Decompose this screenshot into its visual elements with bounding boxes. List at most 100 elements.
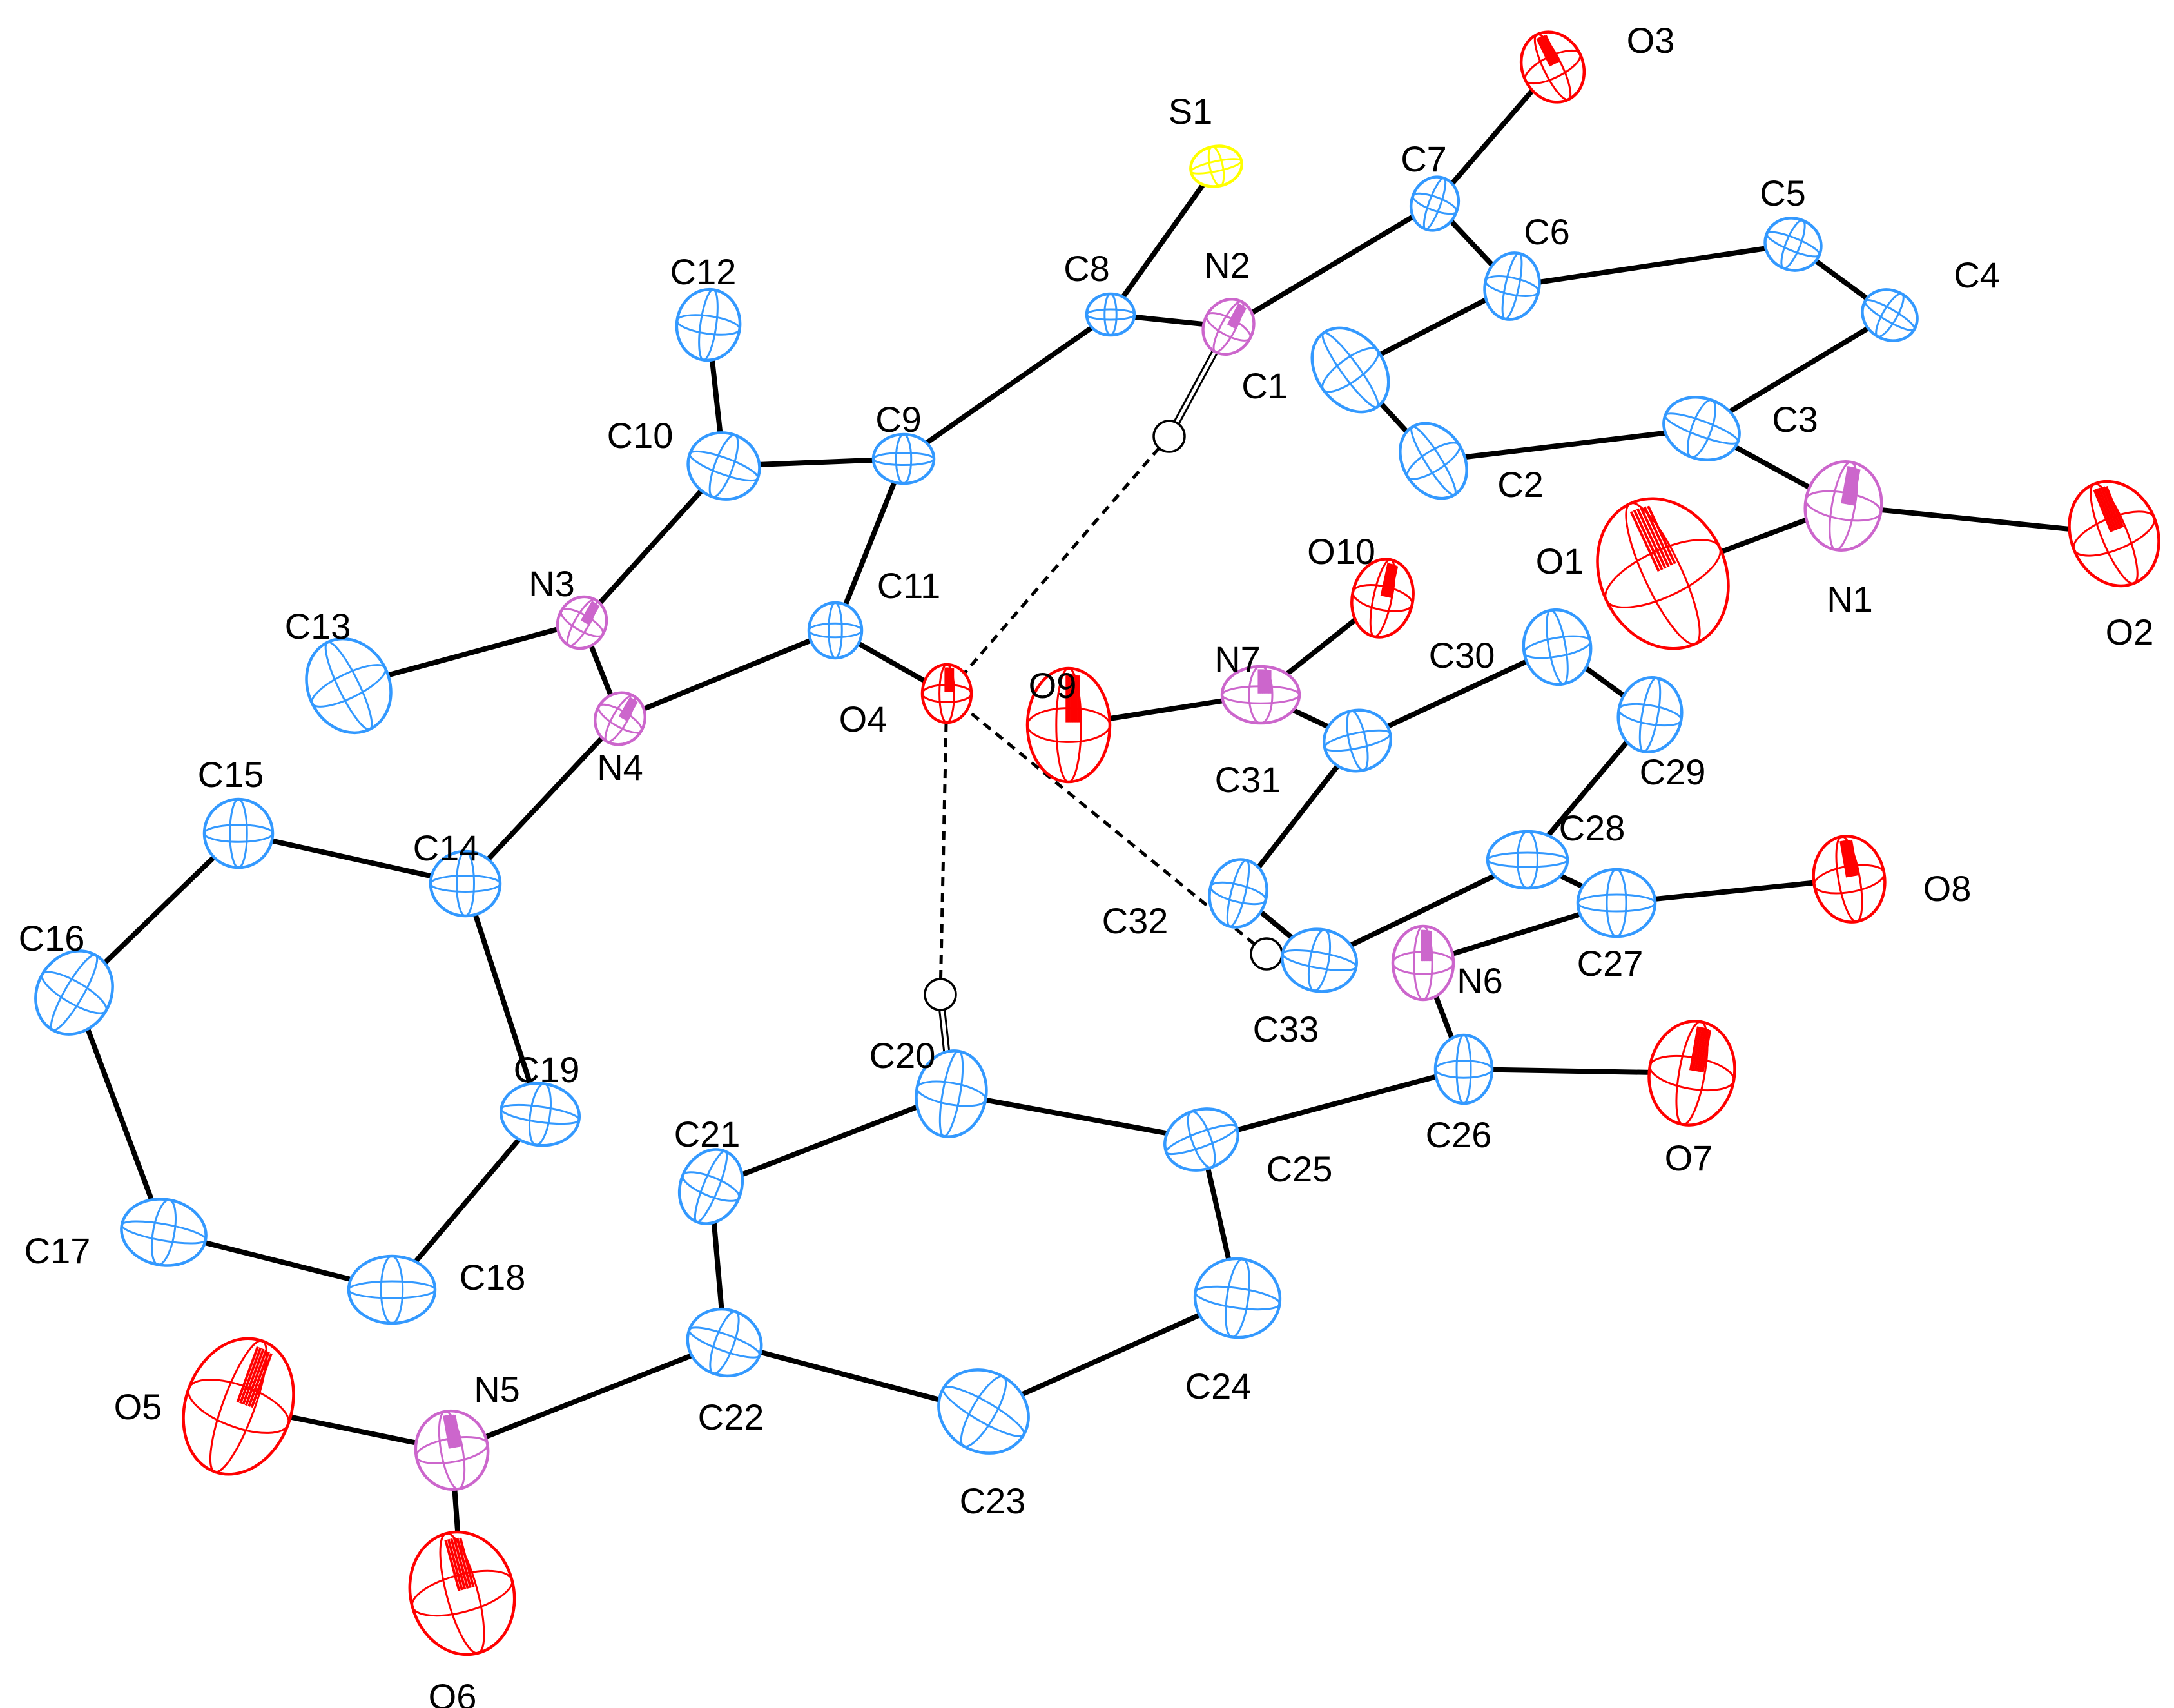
octant-hatch [444, 1539, 461, 1591]
octant-hatch [451, 1414, 460, 1448]
atom-label-o7: O7 [1665, 1138, 1713, 1178]
octant-hatch [1380, 563, 1390, 597]
octant-hatch [447, 1538, 463, 1591]
octant-hatch [1847, 467, 1857, 505]
octant-hatch [1536, 37, 1552, 67]
atom-o8 [1812, 835, 1887, 924]
hydrogen-atom-h20 [924, 978, 957, 1011]
octant-hatch [625, 701, 638, 721]
atom-label-c1: C1 [1241, 365, 1288, 406]
atom-o7 [1647, 1020, 1736, 1127]
octant-hatch [450, 1538, 467, 1590]
bond-n4-c11 [617, 628, 838, 721]
atom-label-c17: C17 [24, 1230, 91, 1271]
atom-n3 [556, 595, 608, 650]
atom-label-c4: C4 [1954, 255, 2000, 295]
atom-o2 [2068, 480, 2160, 588]
atom-label-c10: C10 [607, 415, 674, 456]
atom-c15 [202, 797, 275, 869]
octant-hatch [452, 1538, 469, 1589]
octant-hatch [1843, 466, 1852, 505]
octant-hatch [1643, 506, 1673, 566]
atom-label-c5: C5 [1760, 173, 1806, 213]
atom-label-c20: C20 [869, 1035, 936, 1076]
atom-c1 [1310, 326, 1390, 414]
octant-hatch [2105, 485, 2124, 528]
bond-c14-c15 [236, 831, 468, 886]
atom-label-n3: N3 [529, 563, 575, 604]
octant-hatch [1230, 305, 1245, 328]
octant-hatch [242, 1348, 265, 1405]
bond-c25-c26 [1199, 1067, 1466, 1142]
octant-hatch [1845, 467, 1854, 505]
octant-hatch [618, 697, 632, 718]
bond-n4-c14 [463, 716, 623, 886]
atom-label-o6: O6 [429, 1676, 477, 1708]
atom-label-c11: C11 [877, 565, 941, 606]
atom-o3 [1519, 30, 1586, 104]
octant-hatch [445, 1415, 454, 1449]
octant-hatch [584, 603, 598, 624]
bond-c6-c5 [1509, 242, 1796, 289]
octant-hatch [1694, 1027, 1705, 1072]
octant-hatch [1232, 306, 1246, 329]
octant-hatch [2102, 486, 2122, 529]
atom-label-c13: C13 [285, 606, 351, 646]
bond-c30-c31 [1355, 645, 1560, 743]
atom-label-o5: O5 [114, 1386, 162, 1427]
atom-label-n1: N1 [1827, 579, 1873, 619]
atom-s1 [1189, 144, 1243, 188]
octant-hatch [1640, 507, 1670, 568]
atom-c14 [429, 849, 502, 918]
atom-c11 [807, 601, 864, 660]
atom-o4 [920, 663, 973, 724]
octant-hatch [623, 700, 637, 721]
atom-n6 [1391, 924, 1455, 1002]
atom-n4 [593, 691, 647, 746]
octant-hatch [1851, 469, 1861, 506]
octant-hatch [2093, 489, 2113, 532]
atom-c20 [915, 1049, 988, 1138]
octant-hatch [1383, 563, 1393, 597]
octant-hatch [456, 1537, 472, 1589]
atom-label-c21: C21 [674, 1114, 741, 1154]
bond-c23-c24 [981, 1296, 1240, 1414]
atom-c17 [120, 1198, 208, 1267]
bond-c19-c14 [463, 881, 543, 1117]
atom-label-o3: O3 [1627, 20, 1675, 61]
octant-hatch [1629, 511, 1660, 572]
octant-hatch [1540, 35, 1557, 64]
bond-c16-c17 [72, 990, 166, 1235]
octant-hatch [1387, 565, 1397, 598]
octant-hatch [585, 604, 599, 625]
atom-c5 [1763, 217, 1823, 272]
atom-label-c9: C9 [875, 399, 922, 440]
atom-c29 [1616, 676, 1684, 753]
atom-c23 [937, 1368, 1030, 1455]
octant-hatch [1845, 840, 1855, 877]
octant-hatch [1233, 307, 1247, 329]
octant-hatch [581, 601, 596, 623]
atom-label-c14: C14 [413, 828, 480, 868]
atom-label-c33: C33 [1253, 1009, 1319, 1049]
atom-o6 [408, 1530, 516, 1656]
atom-label-n2: N2 [1204, 245, 1250, 286]
atom-c18 [347, 1254, 437, 1325]
atom-label-o9: O9 [1029, 665, 1077, 706]
atom-label-c27: C27 [1577, 943, 1644, 984]
atom-label-n7: N7 [1214, 639, 1261, 679]
atom-label-c28: C28 [1559, 808, 1626, 848]
octant-hatch [1539, 36, 1555, 65]
octant-hatch [1382, 563, 1392, 597]
octant-hatch [580, 601, 594, 622]
octant-hatch [1841, 466, 1850, 504]
atom-c4 [1861, 288, 1919, 342]
atom-label-n5: N5 [474, 1369, 520, 1410]
bond-c10-n3 [579, 463, 726, 625]
atom-n7 [1220, 665, 1301, 725]
atom-label-c29: C29 [1640, 752, 1706, 792]
atom-c10 [686, 431, 761, 501]
octant-hatch [443, 1415, 452, 1449]
